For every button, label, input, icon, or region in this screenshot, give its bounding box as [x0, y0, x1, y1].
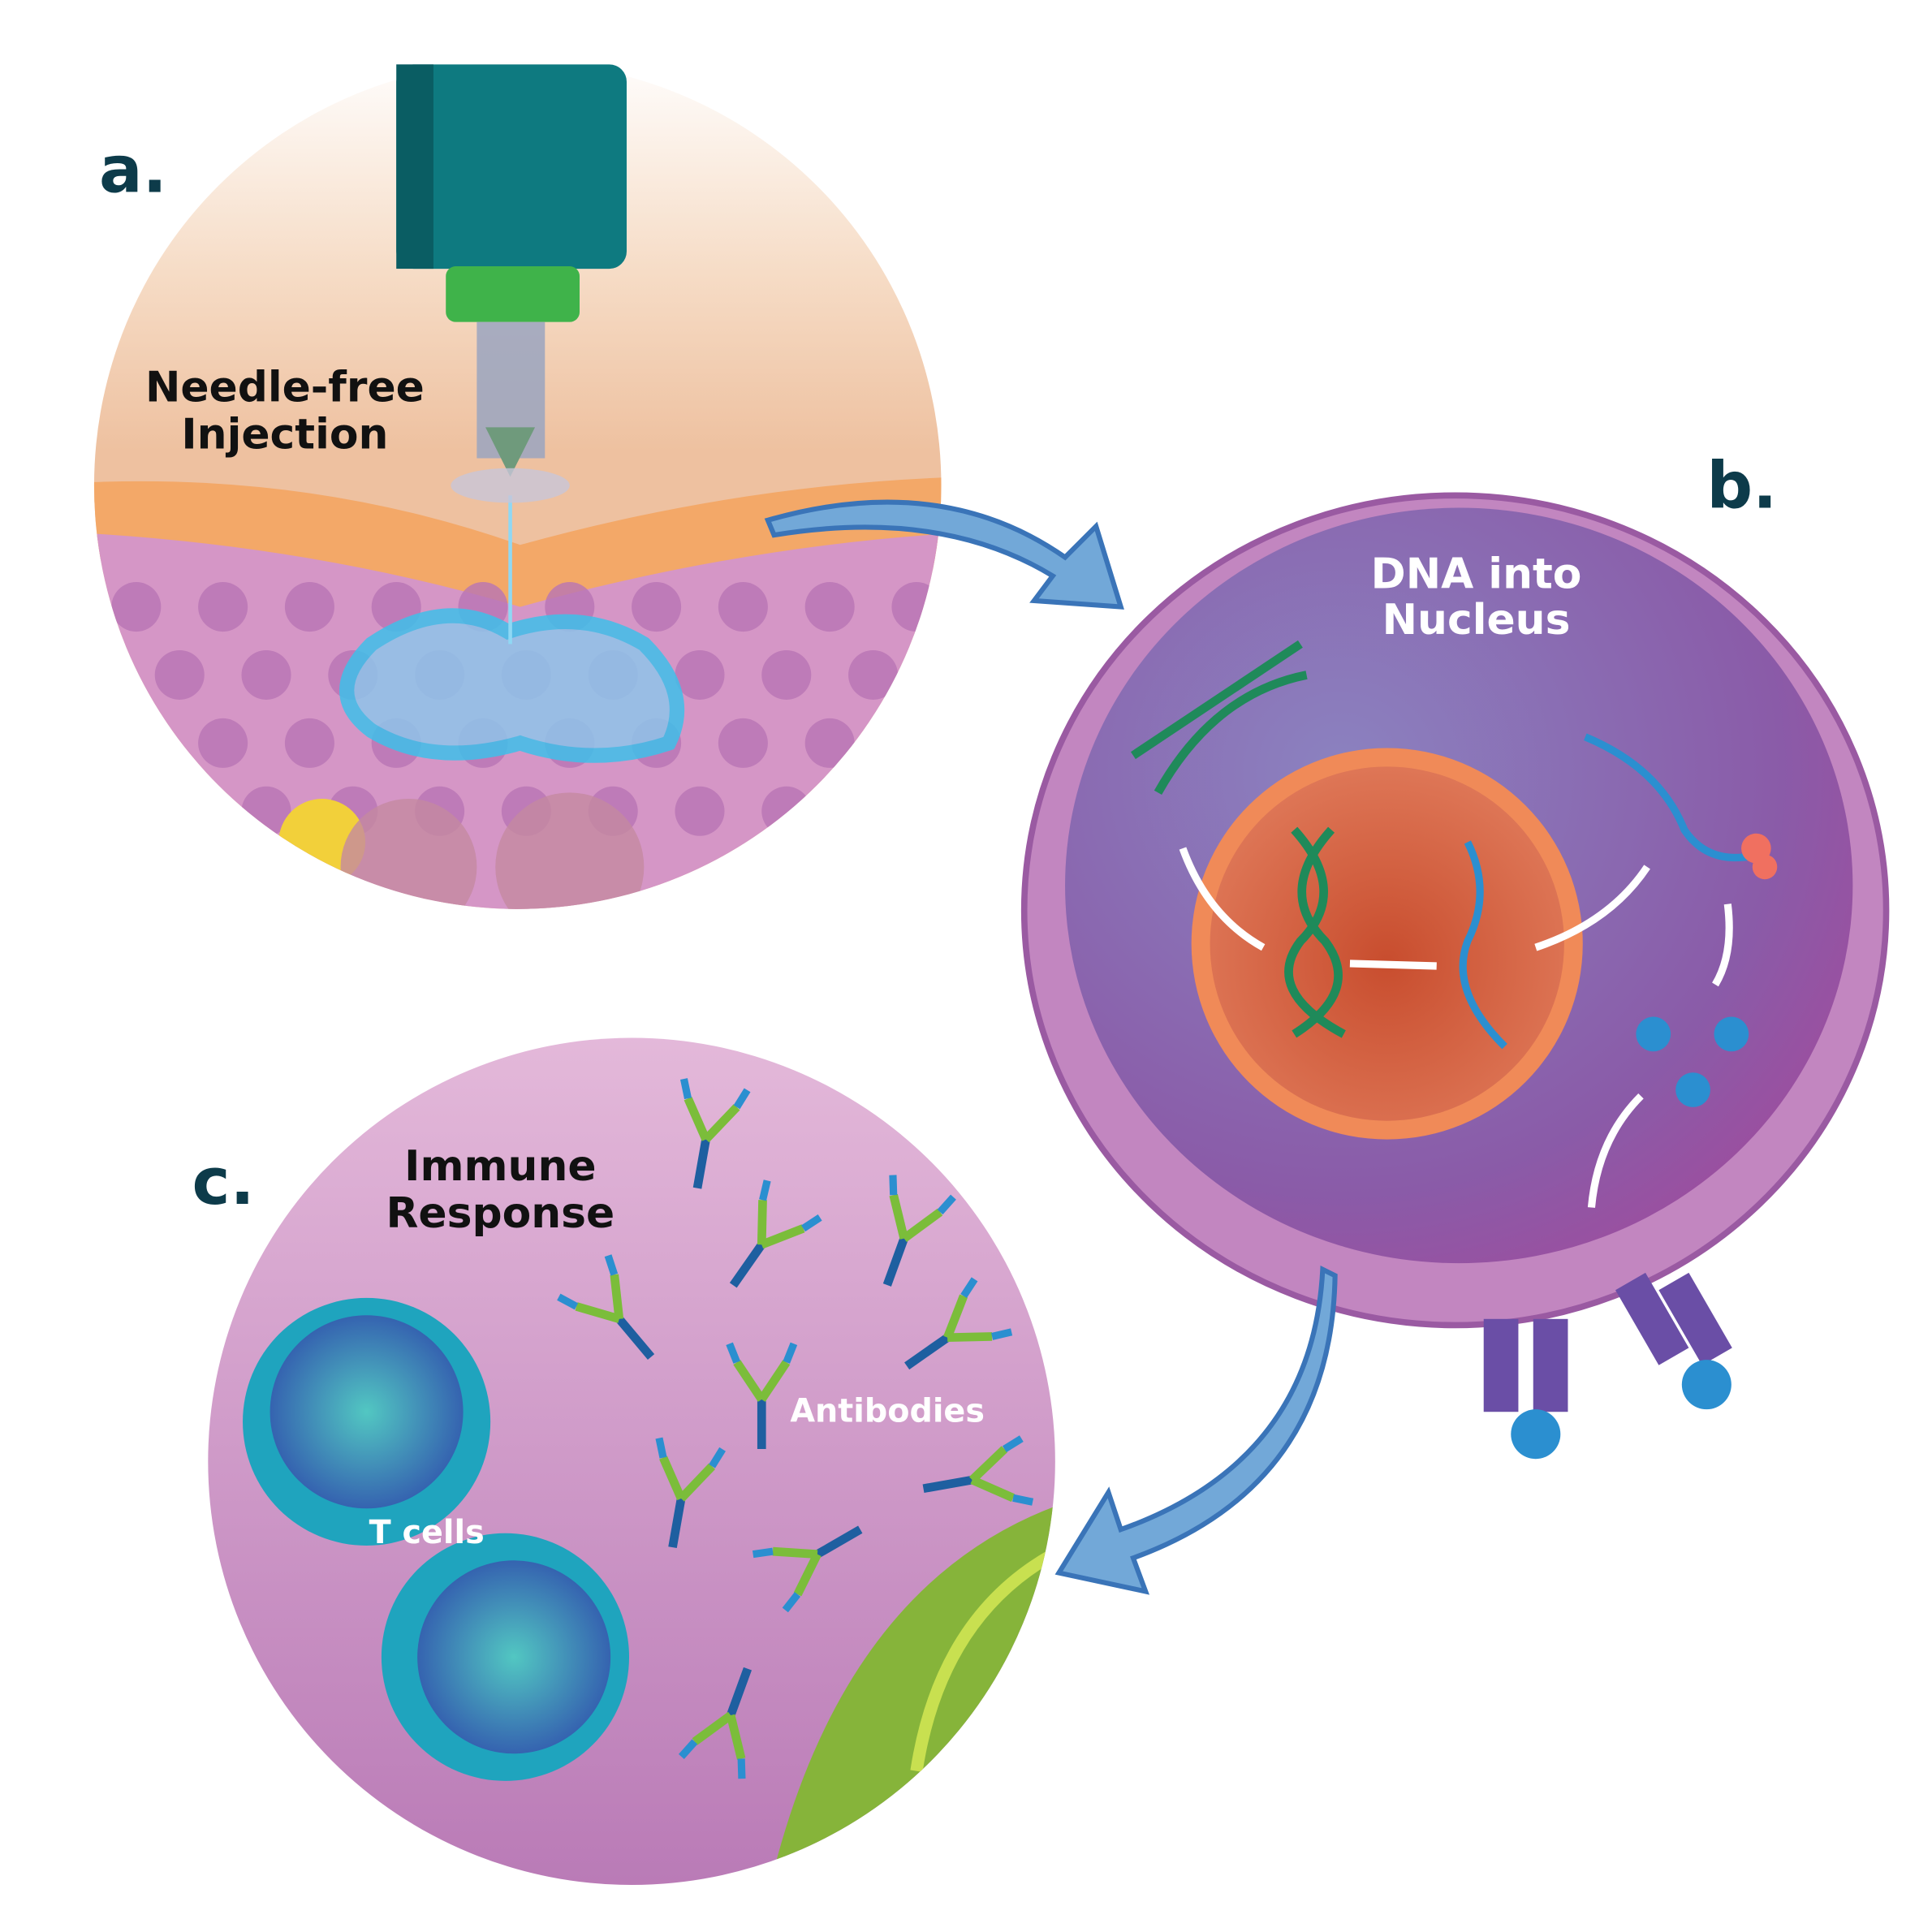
antibody [557, 1254, 655, 1360]
panel-a-title-line2: Injection [181, 410, 388, 459]
panel-b-letter: b. [1706, 448, 1777, 524]
antibody [655, 1437, 726, 1549]
injector-device [396, 64, 627, 503]
panel-a-injection: a. Needle-free Injection [93, 62, 942, 909]
panel-a-title-line1: Needle-free [145, 363, 425, 412]
antibody [752, 1525, 863, 1613]
tissue-cell [848, 649, 899, 700]
tissue-cell [891, 582, 942, 632]
antibodies-label: Antibodies [790, 1392, 985, 1430]
tissue-cell [891, 718, 942, 768]
surface-antigen [1483, 1272, 1732, 1460]
tissue-cell [241, 649, 291, 700]
tissue-cell [675, 649, 725, 700]
antigen-protein [1636, 1016, 1671, 1052]
antibody [678, 1667, 753, 1779]
injected-fluid [339, 608, 685, 763]
panel-b-cell: b. DNA into Nucleus [1020, 448, 1890, 1460]
tissue-cell [675, 786, 725, 836]
tissue-cell [198, 582, 248, 632]
tissue-cell [154, 786, 205, 836]
tissue-cell [804, 718, 855, 768]
process-arrows [1179, 847, 1733, 1208]
panel-c-letter: c. [192, 1144, 254, 1219]
tissue-cell [111, 582, 162, 632]
panel-a-letter: a. [99, 132, 167, 207]
dermis-layer [93, 477, 942, 619]
nuclear-dna [1284, 826, 1346, 1038]
tissue-cell [632, 582, 682, 632]
tissue-cell [198, 718, 248, 768]
tissue-cell [111, 718, 162, 768]
antibody [679, 1078, 751, 1189]
antigen-protein [1675, 1072, 1710, 1107]
mrna-cytoplasm [1584, 733, 1760, 862]
pathogen-membrane [910, 1542, 1055, 1772]
tissue-cell [848, 786, 899, 836]
arrow-b-to-c [1054, 1265, 1338, 1595]
tissue-cell [934, 649, 942, 700]
t-cells-label: T cells [369, 1514, 485, 1551]
antibodies-group [557, 1078, 1034, 1779]
tissue-cell [934, 786, 942, 836]
tissue-cell [761, 649, 812, 700]
tissue-cell [761, 786, 812, 836]
antigen-protein [1714, 1016, 1749, 1052]
tissue-cell [718, 582, 768, 632]
plasmid-dna [1130, 640, 1308, 796]
panel-b-title-line1: DNA into [1371, 550, 1582, 599]
panel-b-title-line2: Nucleus [1382, 596, 1571, 645]
tissue-cell [804, 582, 855, 632]
fat-cell [495, 792, 645, 909]
antibody [882, 1175, 956, 1287]
tissue-cell [284, 718, 334, 768]
mrna-in-nucleus [1459, 840, 1507, 1050]
t-cell [243, 1297, 491, 1546]
antibody [922, 1435, 1034, 1506]
ribosome [1752, 854, 1778, 880]
arrow-a-to-b [764, 499, 1124, 610]
fat-cell [340, 799, 477, 909]
tissue-cell [154, 649, 205, 700]
panel-c-title-line1: Immune [404, 1142, 596, 1191]
panel-c-immune: c. Immune Response Antibodies T cells [192, 1037, 1055, 1886]
antibody [726, 1342, 798, 1449]
panel-c-title-line2: Response [386, 1189, 615, 1238]
tissue-cell [284, 582, 334, 632]
antibody [904, 1277, 1013, 1370]
t-cell [381, 1533, 630, 1781]
antibody [729, 1179, 822, 1288]
tissue-cell [718, 718, 768, 768]
